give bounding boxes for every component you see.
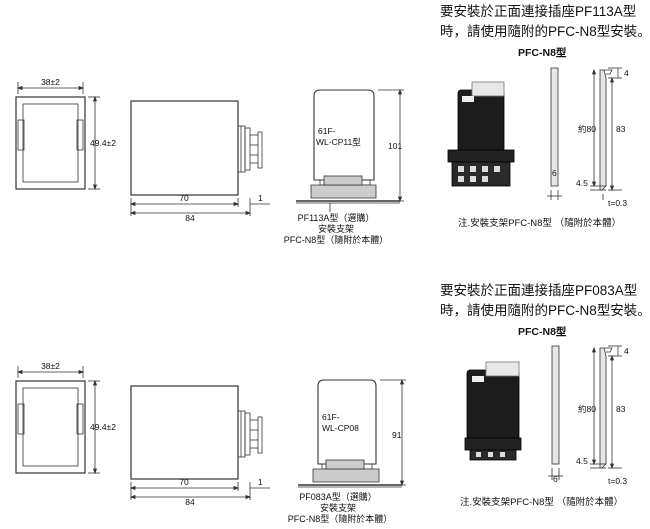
- section1-heading-line2: 時，請使用隨附的PFC-N8型安裝。: [440, 24, 650, 39]
- section1-total-depth: 84: [185, 213, 195, 223]
- section1-cover-view: [296, 88, 404, 212]
- section2-total-depth: 84: [185, 497, 195, 507]
- section2-side-view: [129, 385, 270, 500]
- section1-bracket-thickness: t=0.3: [608, 198, 627, 208]
- section1-drawing: 38±2 49.4±2 70 84 1 101 61F- WL-CP11型 4 …: [15, 67, 629, 223]
- section2-model-label: PFC-N8型: [518, 326, 567, 338]
- section2-caption-line2: 安裝支架: [319, 503, 356, 513]
- section1-bracket-mid: 約80: [578, 124, 596, 134]
- section1-body-depth: 70: [179, 193, 189, 203]
- section2-front-height: 49.4±2: [90, 422, 116, 432]
- section2-bracket-total: 83: [616, 404, 626, 414]
- section1-bracket-width: 6: [552, 168, 557, 178]
- section2-front-width: 38±2: [41, 361, 60, 371]
- section1-model-label: PFC-N8型: [518, 47, 567, 59]
- section2-cover-label-line1: 61F-: [322, 412, 340, 422]
- section1-caption-line2: 安裝支架: [317, 224, 354, 234]
- section2-bracket-thickness: t=0.3: [608, 476, 627, 486]
- section1-front-height: 49.4±2: [90, 138, 116, 148]
- section2-caption-line3: PFC-N8型（隨附於本體）: [287, 514, 393, 524]
- section1-bracket-side: [590, 67, 622, 200]
- section1-bracket-bottom: 4.5: [576, 178, 588, 188]
- section1-bracket-total: 83: [616, 124, 626, 134]
- section2-bracket-bottom: 4.5: [576, 456, 588, 466]
- section2-cover-height: 91: [392, 430, 402, 440]
- section1-bracket-top: 4: [624, 68, 629, 78]
- section1-caption-line1: PF113A型（選購）: [297, 213, 375, 223]
- section2-bracket-mid: 約80: [578, 404, 596, 414]
- section2-note: 注.安裝支架PFC-N8型 （隨附於本體）: [460, 497, 624, 508]
- section1-heading-line1: 要安裝於正面連接插座PF113A型: [440, 4, 637, 19]
- section1-front-width: 38±2: [41, 77, 60, 87]
- section2-cover-view: [298, 378, 406, 488]
- section1-caption-line3: PFC-N8型（隨附於本體）: [283, 235, 389, 245]
- section2-bracket-side: [590, 345, 622, 470]
- section2-relay-photo: [464, 361, 522, 461]
- section1-relay-photo: [447, 81, 515, 187]
- section1-side-view: [129, 100, 270, 216]
- section1-gap: 1: [258, 193, 263, 203]
- section2-bracket-front: [548, 345, 563, 480]
- section1-cover-label-line2: WL-CP11型: [316, 137, 361, 147]
- section1-front-view: [15, 82, 100, 191]
- section2-bracket-top: 4: [624, 346, 629, 356]
- section2-caption-line1: PF083A型（選購）: [299, 492, 377, 502]
- section1-cover-height: 101: [388, 141, 402, 151]
- section2-front-view: [15, 366, 100, 475]
- section2-heading-line2: 時，請使用隨附的PFC-N8型安裝。: [440, 303, 650, 318]
- section2-body-depth: 70: [179, 477, 189, 487]
- section1-bracket-front: [547, 67, 562, 200]
- section1-cover-label-line1: 61F-: [318, 126, 336, 136]
- section2-cover-label-line2: WL-CP08: [322, 423, 359, 433]
- section2-heading-line1: 要安裝於正面連接插座PF083A型: [440, 283, 638, 298]
- section2-gap: 1: [258, 477, 263, 487]
- section2-drawing: 38±2 49.4±2 70 84 1 91 61F- WL-CP08 4 約8…: [15, 345, 629, 507]
- section1-note: 注.安裝支架PFC-N8型 （隨附於本體）: [458, 218, 622, 229]
- section2-bracket-width: 6: [553, 474, 558, 484]
